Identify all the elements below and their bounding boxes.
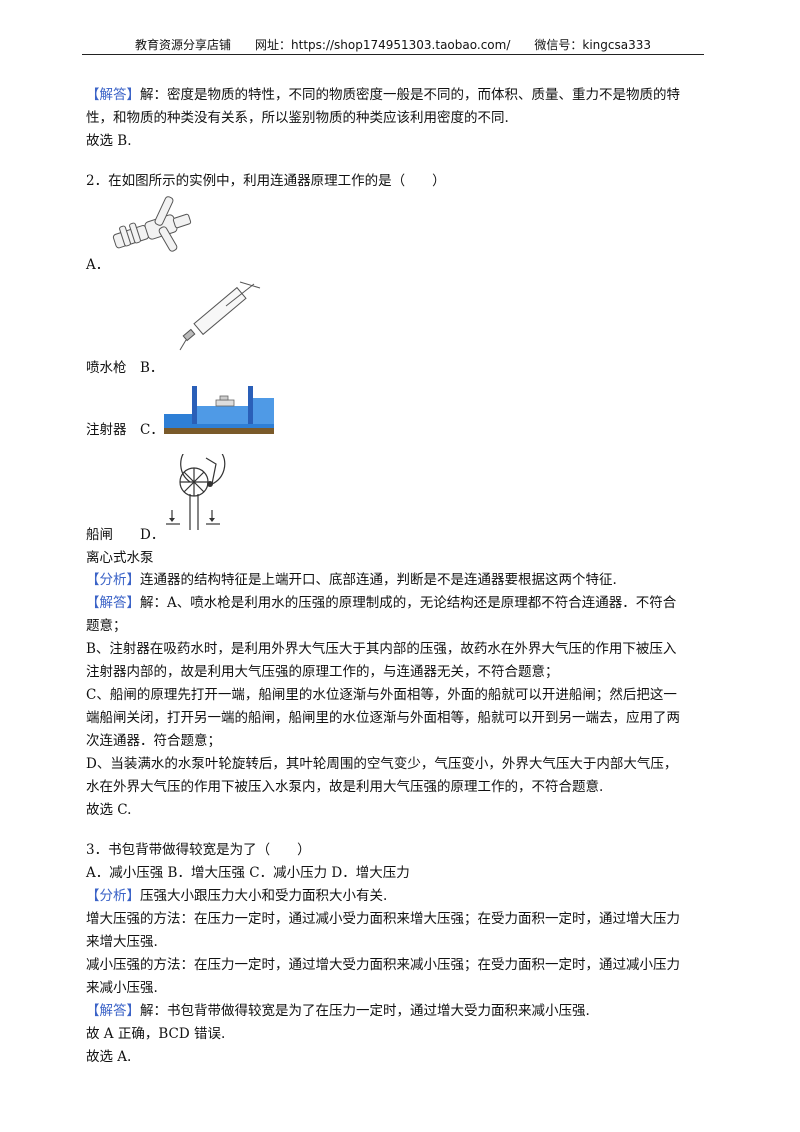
text-line: 来增大压强. [86,933,158,951]
line-text: 解：书包背带做得较宽是为了在压力一定时，通过增大受力面积来减小压强. [140,1003,590,1019]
line-text: 故选 C. [86,802,132,818]
line-text: 增大压强的方法：在压力一定时，通过减小受力面积来增大压强；在受力面积一定时，通过… [86,911,680,927]
text-line: 船闸 D． [86,526,164,544]
text-line: 【解答】解：密度是物质的特性，不同的物质密度一般是不同的，而体积、质量、重力不是… [86,86,680,104]
spray-gun-icon [112,196,192,252]
text-line: B、注射器在吸药水时，是利用外界大气压大于其内部的压强，故药水在外界大气压的作用… [86,640,676,658]
answer-tag: 【解答】 [86,1003,140,1019]
text-line: 增大压强的方法：在压力一定时，通过减小受力面积来增大压强；在受力面积一定时，通过… [86,910,680,928]
header-wechat: 微信号：kingcsa333 [534,38,651,52]
line-text: 注射器内部的，故是利用大气压强的原理工作的，与连通器无关，不符合题意； [86,664,559,680]
line-text: C、船闸的原理先打开一端，船闸里的水位逐渐与外面相等，外面的船就可以开进船闸；然… [86,687,677,703]
header-shop: 教育资源分享店铺 [135,38,232,52]
line-text: 来增大压强. [86,934,158,950]
text-line: 【分析】压强大小跟压力大小和受力面积大小有关. [86,887,387,905]
line-text: 3．书包背带做得较宽是为了（ ） [86,842,311,858]
line-text: 次连通器．符合题意； [86,733,221,749]
line-text: A．减小压强 B．增大压强 C．减小压力 D．增大压力 [86,865,410,881]
line-text: 故选 B. [86,133,132,149]
text-line: 故 A 正确，BCD 错误. [86,1025,225,1043]
line-text: 解：密度是物质的特性，不同的物质密度一般是不同的，而体积、质量、重力不是物质的特 [140,87,680,103]
answer-tag: 【解答】 [86,595,140,611]
line-text: 2．在如图所示的实例中，利用连通器原理工作的是（ ） [86,173,446,189]
line-text: 注射器 C． [86,422,164,438]
text-line: 故选 B. [86,132,132,150]
line-text: 连通器的结构特征是上端开口、底部连通，判断是不是连通器要根据这两个特征. [140,572,617,588]
text-line: 注射器 C． [86,421,164,439]
text-line: 注射器内部的，故是利用大气压强的原理工作的，与连通器无关，不符合题意； [86,663,559,681]
text-line: A． [86,256,109,274]
line-text: 解：A、喷水枪是利用水的压强的原理制成的，无论结构还是原理都不符合连通器．不符合 [140,595,677,611]
text-line: 端船闸关闭，打开另一端的船闸，船闸里的水位逐渐与外面相等，船就可以开到另一端去，… [86,709,680,727]
line-text: 船闸 D． [86,527,165,543]
line-text: 减小压强的方法：在压力一定时，通过增大受力面积来减小压强；在受力面积一定时，通过… [86,957,680,973]
line-text: 离心式水泵 [86,550,154,566]
text-line: 离心式水泵 [86,549,154,567]
text-line: 来减小压强. [86,979,158,997]
text-line: 3．书包背带做得较宽是为了（ ） [86,841,311,859]
text-line: 减小压强的方法：在压力一定时，通过增大受力面积来减小压强；在受力面积一定时，通过… [86,956,680,974]
line-text: 题意； [86,618,127,634]
line-text: 故 A 正确，BCD 错误. [86,1026,226,1042]
line-text: 端船闸关闭，打开另一端的船闸，船闸里的水位逐渐与外面相等，船就可以开到另一端去，… [86,710,680,726]
text-line: 故选 C. [86,801,131,819]
answer-tag: 【分析】 [86,572,140,588]
answer-tag: 【解答】 [86,87,140,103]
text-line: 【解答】解：书包背带做得较宽是为了在压力一定时，通过增大受力面积来减小压强. [86,1002,590,1020]
text-line: 次连通器．符合题意； [86,732,221,750]
line-text: D、当装满水的水泵叶轮旋转后，其叶轮周围的空气变少，气压变小，外界大气压大于内部… [86,756,678,772]
syringe-icon [179,281,261,351]
page-header: 教育资源分享店铺 网址：https://shop174951303.taobao.… [82,36,704,54]
text-line: 【分析】连通器的结构特征是上端开口、底部连通，判断是不是连通器要根据这两个特征. [86,571,617,589]
line-text: 压强大小跟压力大小和受力面积大小有关. [140,888,388,904]
text-line: 喷水枪 B． [86,359,163,377]
header-rule [82,54,704,55]
text-line: 故选 A. [86,1048,131,1066]
ship-lock-icon [164,386,274,434]
line-text: 水在外界大气压的作用下被压入水泵内，故是利用大气压强的原理工作的，不符合题意. [86,779,604,795]
line-text: 性，和物质的种类没有关系，所以鉴别物质的种类应该利用密度的不同. [86,110,509,126]
line-text: A． [86,257,110,273]
header-url: 网址：https://shop174951303.taobao.com/ [255,38,511,52]
text-line: 【解答】解：A、喷水枪是利用水的压强的原理制成的，无论结构还是原理都不符合连通器… [86,594,676,612]
line-text: B、注射器在吸药水时，是利用外界大气压大于其内部的压强，故药水在外界大气压的作用… [86,641,677,657]
line-text: 故选 A. [86,1049,132,1065]
text-line: 2．在如图所示的实例中，利用连通器原理工作的是（ ） [86,172,446,190]
text-line: 性，和物质的种类没有关系，所以鉴别物质的种类应该利用密度的不同. [86,109,509,127]
text-line: D、当装满水的水泵叶轮旋转后，其叶轮周围的空气变少，气压变小，外界大气压大于内部… [86,755,677,773]
answer-tag: 【分析】 [86,888,140,904]
line-text: 来减小压强. [86,980,158,996]
line-text: 喷水枪 B． [86,360,164,376]
centrifugal-pump-icon [166,454,226,530]
text-line: A．减小压强 B．增大压强 C．减小压力 D．增大压力 [86,864,410,882]
text-line: 水在外界大气压的作用下被压入水泵内，故是利用大气压强的原理工作的，不符合题意. [86,778,603,796]
text-line: 题意； [86,617,127,635]
text-line: C、船闸的原理先打开一端，船闸里的水位逐渐与外面相等，外面的船就可以开进船闸；然… [86,686,677,704]
